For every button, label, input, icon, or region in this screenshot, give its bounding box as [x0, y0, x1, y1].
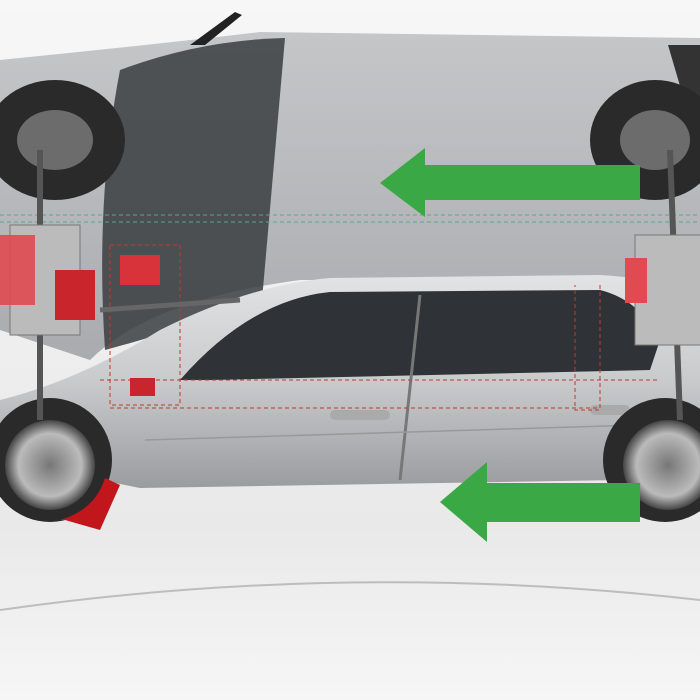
floor-curve: [0, 581, 700, 611]
front-motor-red: [0, 235, 35, 305]
front-actuator: [55, 270, 95, 320]
side-windows: [180, 290, 660, 380]
steering-rack: [99, 297, 241, 313]
wheel-front-top: [0, 80, 125, 200]
arrow-left-icon: [440, 462, 640, 542]
wheel-front-side: [0, 398, 112, 522]
curved-arrow-icon: [60, 478, 120, 530]
mirror: [190, 12, 242, 45]
steering-unit: [120, 255, 160, 285]
rear-motor-red: [625, 258, 647, 303]
arrow-left-icon: [380, 148, 640, 217]
